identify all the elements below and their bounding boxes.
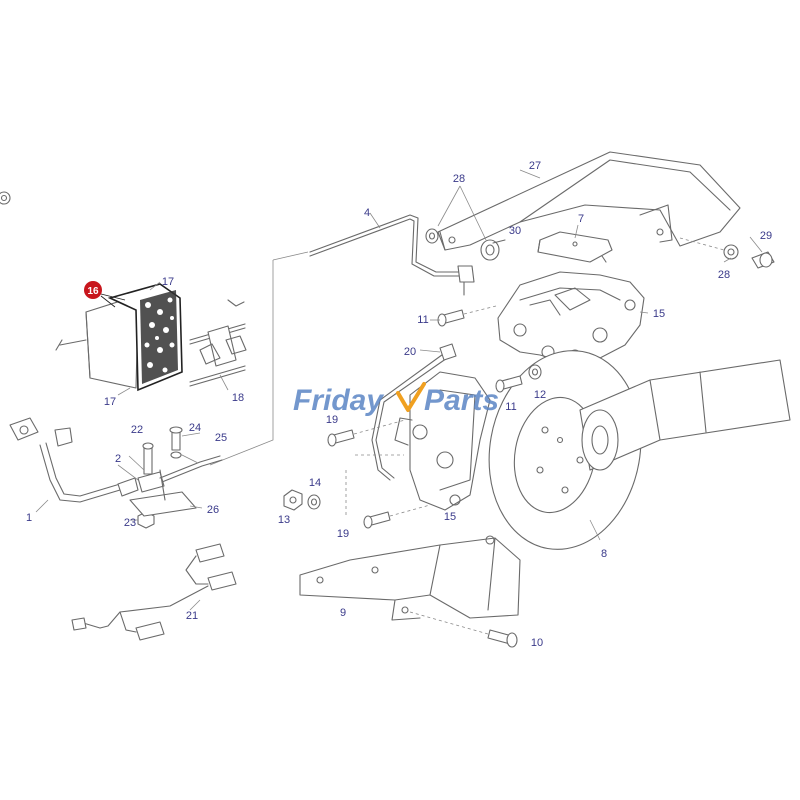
bracket-part-26[interactable]	[129, 469, 197, 517]
callout-10: 10	[531, 637, 543, 649]
brake-pipe-part-4[interactable]	[309, 214, 475, 296]
callout-29: 29	[760, 230, 772, 242]
callout-15-upper: 15	[653, 308, 665, 320]
brake-pipe-part-20[interactable]	[371, 343, 457, 481]
callout-labels: 1 2 4 7 8 9 10 11 11 12 13 14 15 15 17 1…	[26, 160, 772, 649]
mounting-bracket-part-9[interactable]	[299, 535, 521, 621]
highlight-label: 16	[87, 286, 99, 297]
hub-axle	[579, 359, 791, 471]
bolt-part-19-lower[interactable]	[363, 504, 431, 529]
callout-1: 1	[26, 512, 32, 524]
wear-sensor-part-21[interactable]	[71, 543, 237, 641]
callout-13: 13	[278, 514, 290, 526]
nut-part-28-right[interactable]	[723, 244, 739, 260]
fitting-part-2[interactable]	[137, 455, 223, 493]
watermark-text-friday: Friday	[293, 384, 384, 417]
callout-19-upper: 19	[326, 414, 338, 426]
callout-7: 7	[578, 213, 584, 225]
callout-14: 14	[309, 477, 321, 489]
callout-18: 18	[232, 392, 244, 404]
callout-26: 26	[207, 504, 219, 516]
callout-25: 25	[215, 432, 227, 444]
callout-28-top: 28	[453, 173, 465, 185]
brake-caliper-part-15-upper[interactable]	[497, 271, 645, 363]
washer-part-14[interactable]	[307, 494, 321, 510]
callout-20: 20	[404, 346, 416, 358]
bolt-part-10[interactable]	[409, 611, 518, 648]
callout-24: 24	[189, 422, 201, 434]
watermark-logo: Friday Parts	[293, 382, 499, 417]
washer-part-30[interactable]	[480, 239, 506, 261]
corner-mark	[0, 191, 11, 205]
callout-22: 22	[131, 424, 143, 436]
bolt-part-22[interactable]	[142, 442, 154, 475]
callout-28-right: 28	[718, 269, 730, 281]
brake-hose-part-1[interactable]	[9, 417, 139, 503]
callout-4: 4	[364, 207, 370, 219]
watermark-text-parts: Parts	[424, 384, 499, 417]
washer-part-12[interactable]	[528, 364, 542, 380]
callout-12: 12	[534, 389, 546, 401]
callout-17-lower: 17	[104, 396, 116, 408]
callout-8: 8	[601, 548, 607, 560]
leader-lines	[35, 169, 763, 611]
bolt-part-29[interactable]	[751, 251, 775, 269]
highlight-marker[interactable]: 16	[84, 281, 126, 308]
bolt-part-11-lower[interactable]	[495, 375, 523, 393]
callout-21: 21	[186, 610, 198, 622]
bolt-part-24[interactable]	[169, 426, 183, 459]
callout-19-lower: 19	[337, 528, 349, 540]
callout-9: 9	[340, 607, 346, 619]
pad-pins-part-18[interactable]	[189, 299, 247, 387]
brake-caliper-part-15-lower[interactable]	[394, 371, 491, 511]
bolt-part-19-upper[interactable]	[327, 419, 406, 447]
callout-30: 30	[509, 225, 521, 237]
heat-shield-part-27[interactable]	[437, 151, 741, 251]
callout-15-lower: 15	[444, 511, 456, 523]
brake-pad-set-part-16[interactable]	[55, 283, 183, 392]
callout-17-upper: 17	[162, 276, 174, 288]
callout-27: 27	[529, 160, 541, 172]
nut-part-13[interactable]	[283, 489, 303, 511]
callout-2: 2	[115, 453, 121, 465]
bracket-part-7[interactable]	[537, 231, 613, 263]
callout-11-lower: 11	[505, 401, 516, 413]
callout-11-upper: 11	[417, 314, 428, 326]
callout-23: 23	[124, 517, 136, 529]
bolt-part-11-upper[interactable]	[437, 305, 497, 327]
